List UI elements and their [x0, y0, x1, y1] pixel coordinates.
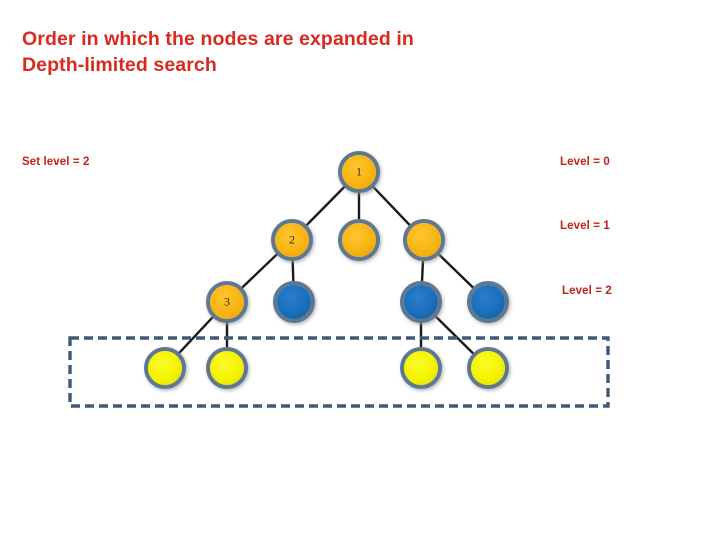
node-ring — [271, 219, 313, 261]
node-fill — [275, 223, 309, 257]
level3-third-node[interactable] — [400, 347, 442, 389]
page-title-line-2: Depth-limited search — [22, 54, 217, 76]
node-ring — [206, 347, 248, 389]
node-ring — [467, 347, 509, 389]
tree-edge — [177, 315, 215, 355]
node-fill — [407, 223, 441, 257]
node-fill — [342, 155, 376, 189]
node-ring — [403, 219, 445, 261]
node-fill — [148, 351, 182, 385]
depth-cutoff-box — [68, 336, 610, 408]
level-0-label: Level = 0 — [560, 156, 610, 168]
node-fill — [404, 351, 438, 385]
level1-middle-node[interactable] — [338, 219, 380, 261]
node-ring — [338, 219, 380, 261]
tree-edge — [240, 252, 279, 290]
node-ring — [400, 347, 442, 389]
tree-edge — [371, 185, 412, 227]
node-fill — [342, 223, 376, 257]
tree-nodes: 123 — [144, 151, 509, 389]
level2-second-node[interactable] — [273, 281, 315, 323]
level1-right-node[interactable] — [403, 219, 445, 261]
node-fill — [471, 351, 505, 385]
level1-left-node[interactable]: 2 — [271, 219, 313, 261]
node-ring — [467, 281, 509, 323]
node-ring — [273, 281, 315, 323]
node-ring — [338, 151, 380, 193]
page-title: Order in which the nodes are expanded in… — [22, 26, 622, 78]
level-2-label: Level = 2 — [562, 285, 612, 297]
node-fill — [277, 285, 311, 319]
node-fill — [210, 285, 244, 319]
level2-fourth-node[interactable] — [467, 281, 509, 323]
tree-edge — [420, 258, 425, 284]
node-fill — [210, 351, 244, 385]
level3-second-node[interactable] — [206, 347, 248, 389]
tree-edge — [291, 258, 295, 284]
node-ring — [400, 281, 442, 323]
cutoff-boundary-rect — [68, 336, 610, 408]
node-ring — [206, 281, 248, 323]
tree-edge — [434, 314, 475, 356]
level3-fourth-node[interactable] — [467, 347, 509, 389]
level2-third-node[interactable] — [400, 281, 442, 323]
root-node[interactable]: 1 — [338, 151, 380, 193]
tree-edge — [304, 185, 347, 227]
level2-first-node[interactable]: 3 — [206, 281, 248, 323]
level-1-label: Level = 1 — [560, 220, 610, 232]
node-fill — [404, 285, 438, 319]
tree-edge — [437, 252, 475, 290]
level3-first-node[interactable] — [144, 347, 186, 389]
set-level-label: Set level = 2 — [22, 156, 90, 168]
tree-edges — [177, 185, 475, 356]
node-ring — [144, 347, 186, 389]
page-title-line-1: Order in which the nodes are expanded in — [22, 28, 414, 50]
node-fill — [471, 285, 505, 319]
